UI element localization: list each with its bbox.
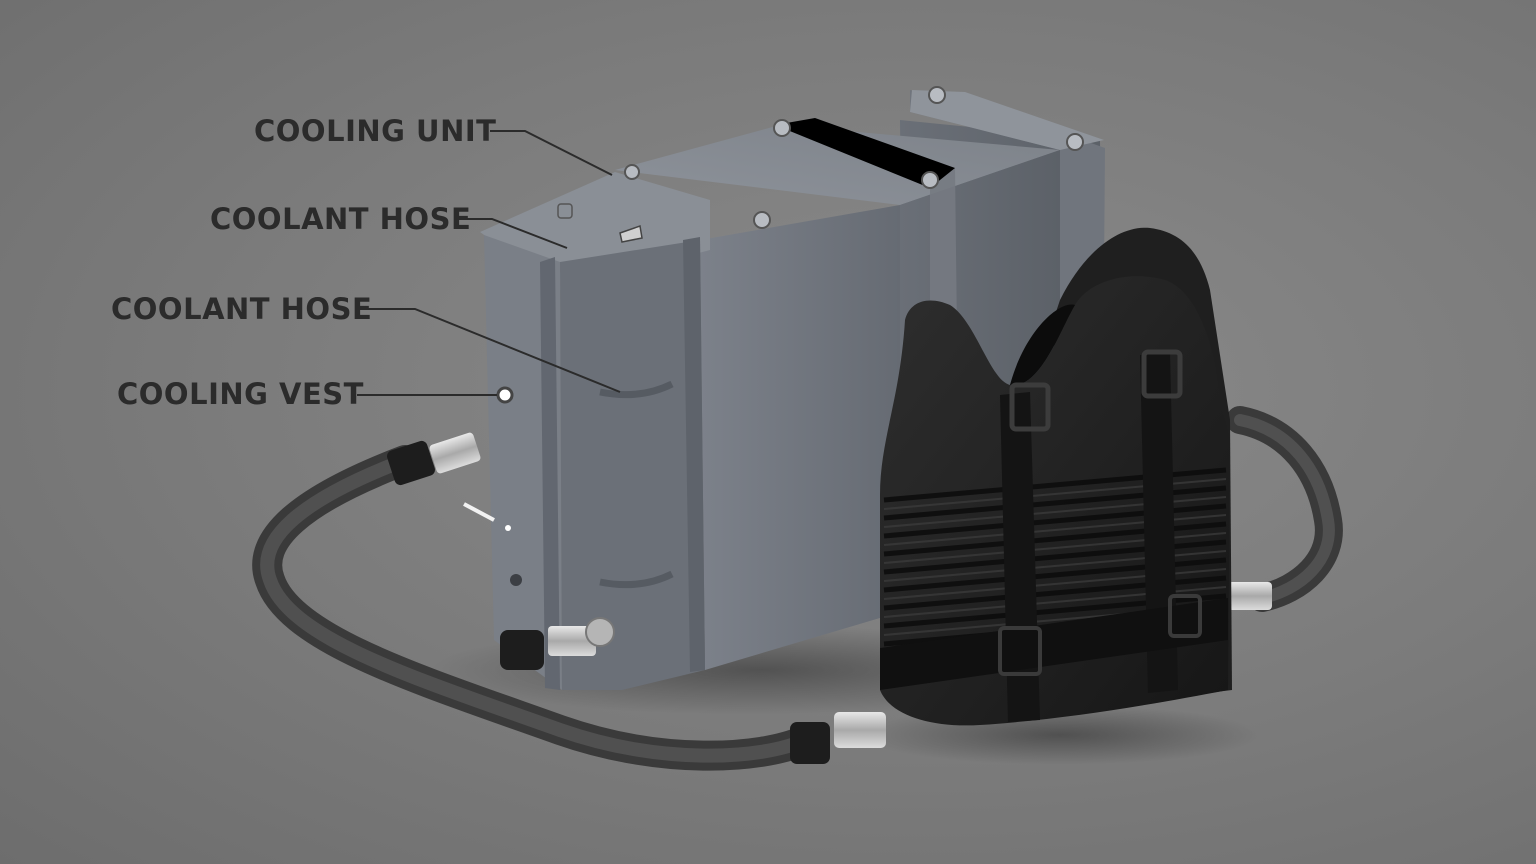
cooling-vest-icon — [880, 227, 1232, 726]
leader-lines — [357, 130, 621, 396]
leader-cooling-unit — [490, 130, 613, 176]
leader-coolant-hose-1 — [462, 218, 568, 249]
callout-label-coolant-hose: COOLANT HOSE — [210, 202, 472, 236]
callout-label-cooling-unit: COOLING UNIT — [254, 114, 497, 148]
callout-label-coolant-hose-2: COOLANT HOSE — [111, 292, 373, 326]
callout-label-cooling-vest: COOLING VEST — [117, 377, 364, 411]
coolant-hose-icon — [252, 406, 1343, 771]
hose-fitting-icon — [387, 432, 1272, 764]
leader-coolant-hose-2 — [368, 308, 621, 393]
